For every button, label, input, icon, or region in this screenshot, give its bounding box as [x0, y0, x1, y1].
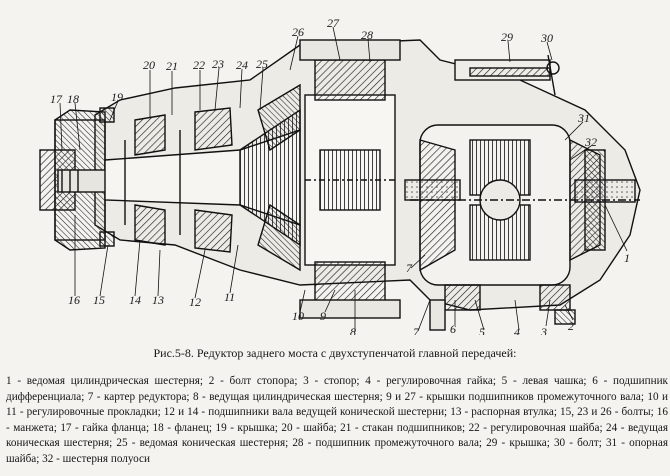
callout-29: 29 [501, 30, 513, 44]
callout-16: 16 [68, 293, 80, 307]
callout-11: 11 [224, 290, 235, 304]
callout-4: 4 [514, 325, 520, 335]
callout-28: 28 [361, 28, 373, 42]
callout-7b: 7 [406, 261, 413, 275]
gearbox-drawing: 1 2 3 4 5 6 7 7 8 9 10 11 12 13 14 15 16… [39, 16, 641, 335]
callout-23: 23 [212, 57, 224, 71]
callout-25: 25 [256, 57, 268, 71]
callout-18: 18 [67, 92, 79, 106]
callout-8: 8 [350, 325, 356, 335]
callout-9: 9 [320, 309, 326, 323]
callout-6: 6 [450, 322, 456, 335]
callout-2: 2 [568, 319, 574, 333]
callout-27: 27 [327, 16, 340, 30]
callout-32: 32 [584, 135, 597, 149]
figure-caption: Рис.5-8. Редуктор заднего моста с двухст… [153, 346, 517, 360]
callout-30: 30 [540, 31, 553, 45]
callout-15: 15 [93, 293, 105, 307]
callout-21: 21 [166, 59, 178, 73]
callout-26: 26 [292, 25, 304, 39]
callout-20: 20 [143, 58, 155, 72]
callout-3: 3 [540, 325, 547, 335]
callout-7a: 7 [413, 325, 420, 335]
callout-24: 24 [236, 58, 248, 72]
figure-legend: 1 - ведомая цилиндрическая шестерня; 2 -… [6, 375, 668, 465]
callout-19: 19 [111, 90, 123, 104]
callout-10: 10 [292, 309, 304, 323]
callout-14: 14 [129, 293, 141, 307]
callout-31: 31 [577, 111, 590, 125]
callout-12: 12 [189, 295, 201, 309]
callout-17: 17 [50, 92, 63, 106]
callout-1: 1 [624, 251, 630, 265]
callout-13: 13 [152, 293, 164, 307]
callout-5: 5 [479, 325, 485, 335]
callout-22: 22 [193, 58, 205, 72]
